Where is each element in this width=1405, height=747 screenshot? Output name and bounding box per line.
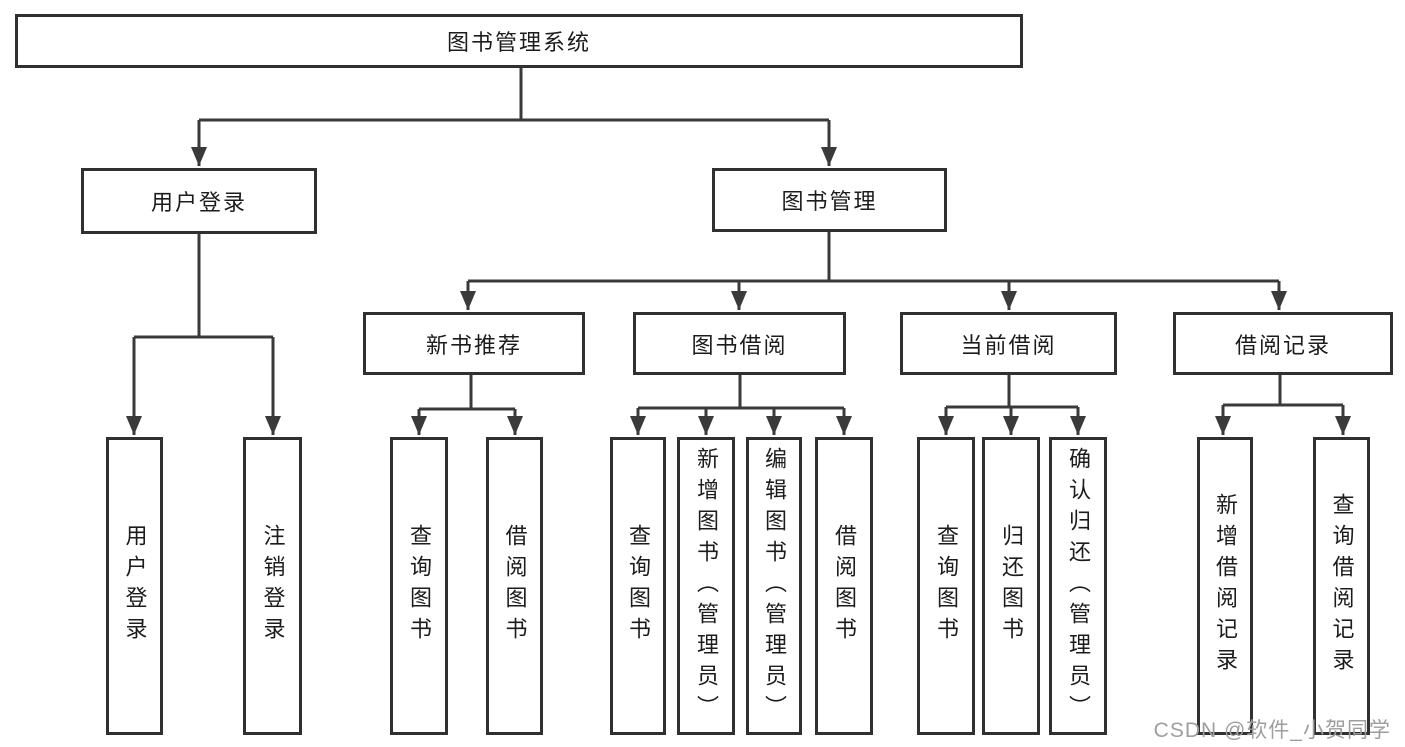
csdn-watermark: CSDN @软件_小贺同学 xyxy=(1153,719,1391,742)
node-book-borrowing: 图书借阅 xyxy=(633,312,846,375)
leaf-label: 借阅图书 xyxy=(502,524,528,648)
node-borrow-records: 借阅记录 xyxy=(1173,312,1393,375)
leaf-label: 确认归还（管理员） xyxy=(1066,446,1091,726)
leaf-label: 查询图书 xyxy=(934,524,959,648)
node-leaf-confirm-return-admin: 确认归还（管理员） xyxy=(1049,437,1107,735)
leaf-label: 查询图书 xyxy=(626,524,651,648)
leaf-label: 注销登录 xyxy=(260,524,286,648)
node-current-borrowing: 当前借阅 xyxy=(900,312,1117,375)
node-leaf-query-books-current: 查询图书 xyxy=(917,437,975,735)
leaf-label: 编辑图书（管理员） xyxy=(762,446,787,726)
node-leaf-add-books-admin: 新增图书（管理员） xyxy=(677,437,735,735)
node-leaf-query-books-recommend: 查询图书 xyxy=(390,437,448,735)
node-library-management-system: 图书管理系统 xyxy=(15,14,1023,68)
node-leaf-user-login: 用户登录 xyxy=(106,437,163,735)
node-leaf-add-borrow-record: 新增借阅记录 xyxy=(1197,437,1253,735)
node-leaf-query-borrow-record: 查询借阅记录 xyxy=(1313,437,1370,735)
leaf-label: 用户登录 xyxy=(122,524,148,648)
leaf-label: 查询图书 xyxy=(407,524,432,648)
node-leaf-logout: 注销登录 xyxy=(243,437,302,735)
leaf-label: 新增图书（管理员） xyxy=(694,446,719,726)
node-leaf-return-books: 归还图书 xyxy=(982,437,1040,735)
node-user-login: 用户登录 xyxy=(81,168,317,234)
leaf-label: 借阅图书 xyxy=(832,524,857,648)
leaf-label: 查询借阅记录 xyxy=(1329,493,1355,679)
leaf-label: 新增借阅记录 xyxy=(1213,493,1238,679)
leaf-label: 归还图书 xyxy=(999,524,1024,648)
node-leaf-borrow-books: 借阅图书 xyxy=(815,437,873,735)
node-leaf-borrow-books-recommend: 借阅图书 xyxy=(486,437,543,735)
node-leaf-edit-books-admin: 编辑图书（管理员） xyxy=(746,437,802,735)
node-leaf-query-books-borrow: 查询图书 xyxy=(610,437,666,735)
node-new-book-recommend: 新书推荐 xyxy=(363,312,585,375)
node-book-management: 图书管理 xyxy=(712,168,947,232)
